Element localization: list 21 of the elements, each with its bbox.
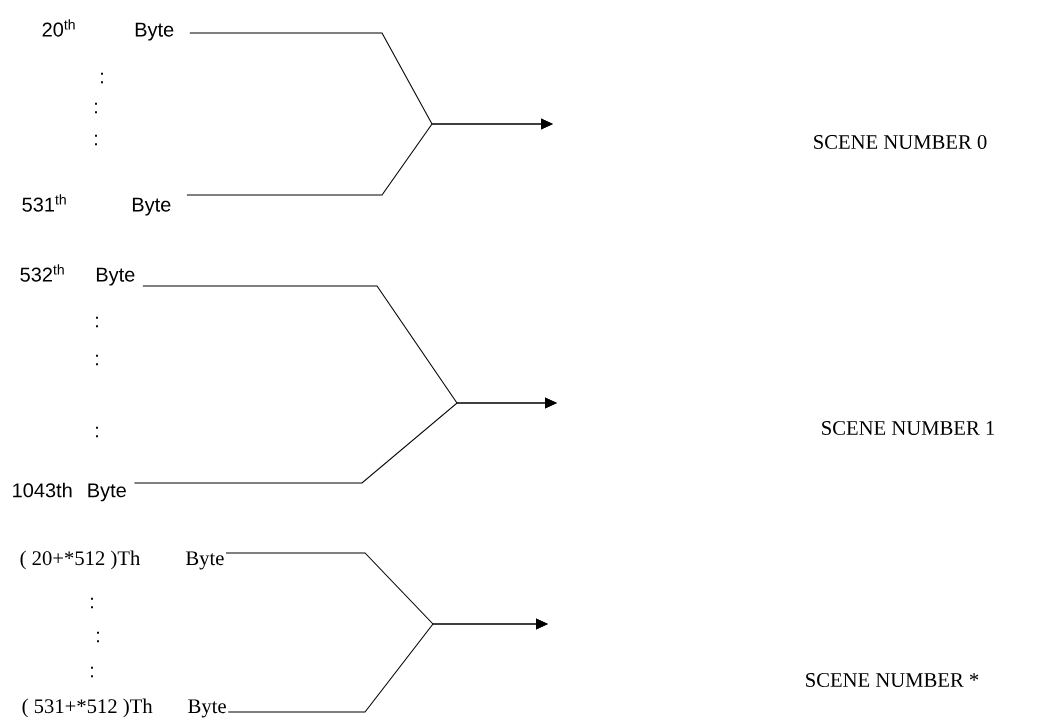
- colon: :: [91, 666, 93, 678]
- byte-label: 531$^{th}$ Byte: [22, 194, 171, 216]
- scene-label: SCENE NUMBER *: [806, 673, 979, 687]
- arrow: [227, 618, 548, 713]
- byte-label: ( 531+*512 )Th Byte: [22, 698, 226, 718]
- colon: :: [101, 72, 103, 84]
- colon: :: [96, 426, 98, 438]
- colon: :: [95, 102, 97, 114]
- arrow: [133, 397, 557, 484]
- byte-label: ( 20+*512 )Th Byte: [20, 550, 224, 570]
- colon: :: [91, 597, 93, 609]
- scene-label: SCENE NUMBER 0: [814, 135, 987, 149]
- colon: :: [95, 134, 97, 146]
- byte-label: 1043th Byte: [13, 482, 126, 502]
- colon: :: [97, 631, 99, 643]
- scene-label: SCENE NUMBER 1: [822, 421, 994, 435]
- colon: :: [96, 354, 98, 366]
- colon: :: [96, 316, 98, 328]
- arrow: [186, 118, 553, 196]
- byte-label: 20$^{th}$ Byte: [42, 19, 174, 41]
- byte-label: 532$^{th}$ Byte: [20, 264, 135, 286]
